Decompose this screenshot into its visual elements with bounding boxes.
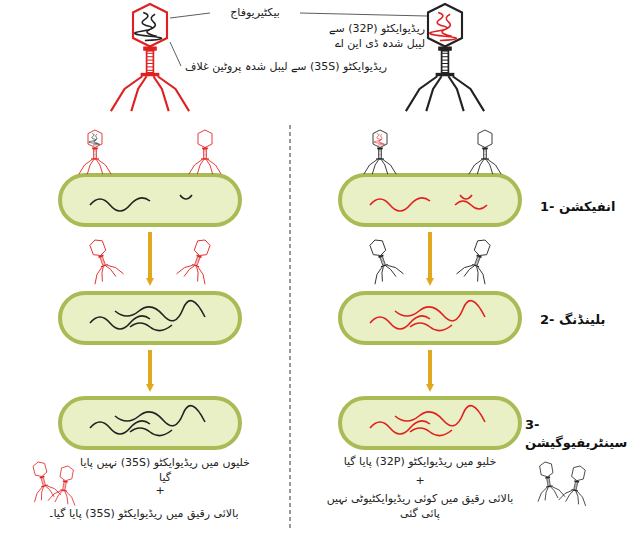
plus-sign: + [150, 484, 170, 499]
bacteriophage [364, 130, 396, 174]
dna-strands [90, 195, 487, 436]
bacteriophage [48, 464, 82, 506]
phage-figures [25, 4, 594, 506]
bacteriophage [361, 235, 404, 284]
leader-line [170, 13, 210, 18]
bacteriophage [79, 130, 111, 174]
bacterial-cells [60, 175, 520, 448]
dna-label: ریڈیوایکٹو (32P) سے لیبل شدہ ڈی این اے [325, 22, 425, 52]
leader-line [170, 42, 181, 66]
step-label: 3- سینٹریفیوگیشن [525, 416, 637, 451]
bacteriophage [177, 235, 220, 284]
leader-line [300, 13, 427, 16]
bacteriophage [559, 463, 594, 506]
process-arrow [150, 232, 430, 388]
result-note: خلیو میں ریڈیوایکٹو (32P) پایا گیا [310, 455, 530, 470]
bacteriophage [406, 4, 484, 111]
bacteriophage [457, 235, 500, 284]
result-note: بالائی رقیق میں کوئی ریڈیوایکٹیوٹی نہیں … [318, 492, 522, 522]
bacteriophage [81, 235, 124, 284]
bacteriophage [189, 130, 221, 174]
bacteriophage [111, 4, 189, 111]
bacteriophage [469, 130, 501, 174]
protein-coat-label: ریڈیوایکٹو (35S) سے لیبل شدہ پروٹین غلاف [185, 60, 415, 75]
bacteriophage [531, 460, 565, 502]
plus-sign: + [410, 474, 430, 489]
divider-line [290, 125, 291, 530]
bacteriophage-label: بیکٹیریوفاج [215, 6, 295, 21]
result-note: بالائی رقیق میں ریڈیوایکٹو (35S) پایا گی… [8, 507, 278, 522]
result-note: خلیوں میں ریڈیوایکٹو (35S) نہیں پایا گیا [80, 456, 250, 486]
bacteriophage [25, 458, 61, 502]
step-label: 2- بلینڈنگ [540, 311, 635, 329]
step-label: 1- انفیکشن [540, 198, 635, 216]
